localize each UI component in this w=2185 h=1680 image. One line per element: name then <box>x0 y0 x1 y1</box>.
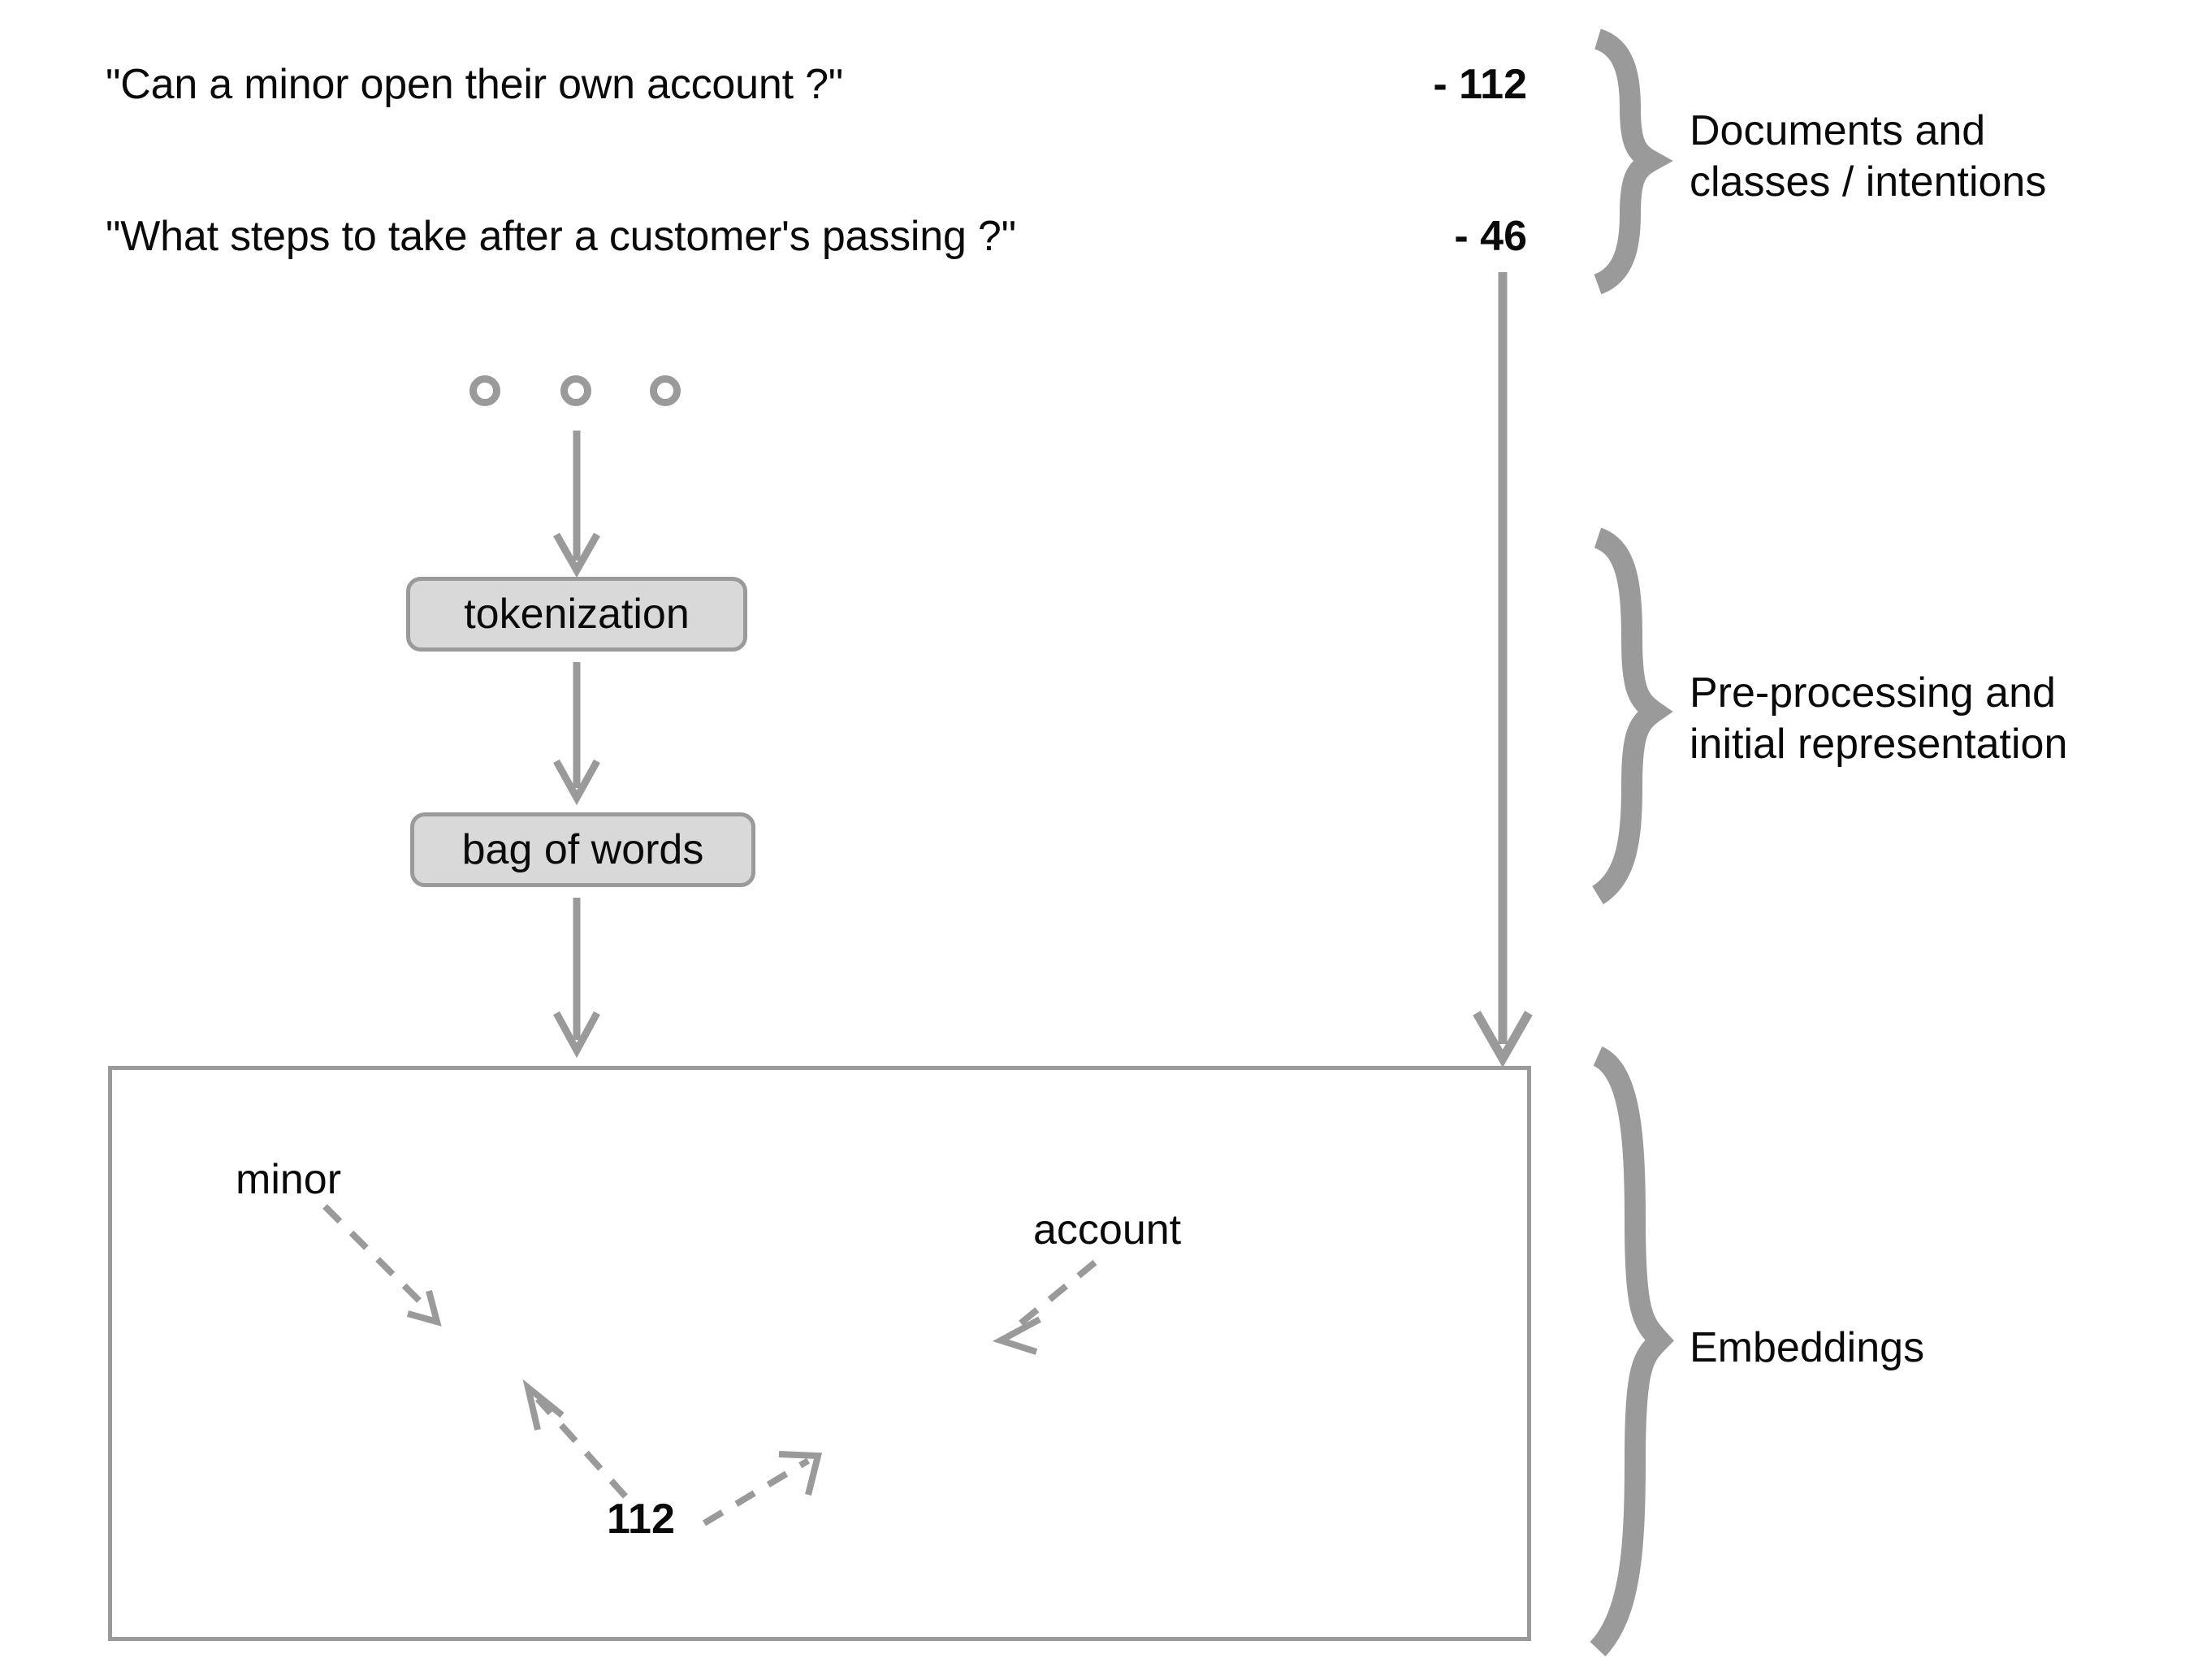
dashed-arrow-icon-112-up-right <box>702 1451 823 1526</box>
long-down-arrow-icon-class-to-embeddings <box>1473 272 1533 1068</box>
group-caption-preprocessing: Pre-processing and initial representatio… <box>1690 669 2068 769</box>
curly-brace-icon-preprocessing <box>1591 527 1673 905</box>
dashed-arrow-icon-account <box>992 1259 1097 1355</box>
pipeline-step-bag-of-words-label: bag of words <box>461 826 704 873</box>
pipeline-step-tokenization[interactable]: tokenization <box>406 577 747 652</box>
pipeline-step-bag-of-words[interactable]: bag of words <box>410 812 755 887</box>
circle-outline-icon-2 <box>560 375 591 406</box>
document-text-2: "What steps to take after a customer's p… <box>106 213 1016 260</box>
circle-outline-icon-3 <box>650 375 681 406</box>
curly-brace-icon-embeddings <box>1590 1046 1674 1656</box>
document-count-2: - 46 <box>1454 213 1527 260</box>
down-arrow-icon-dots-to-tokenization <box>553 431 600 578</box>
down-arrow-icon-tokenization-to-bow <box>553 662 600 806</box>
group-caption-embeddings: Embeddings <box>1690 1324 1925 1371</box>
document-text-1: "Can a minor open their own account ?" <box>106 61 844 108</box>
group-caption-documents: Documents and classes / intentions <box>1690 107 2047 206</box>
document-count-1: - 112 <box>1433 61 1527 108</box>
embedding-point-label-account: account <box>1033 1206 1182 1254</box>
pipeline-step-tokenization-label: tokenization <box>464 591 690 638</box>
dashed-arrow-icon-112-up-left <box>522 1379 628 1499</box>
embedding-space-box <box>108 1066 1531 1641</box>
dashed-arrow-icon-minor <box>322 1204 442 1327</box>
curly-brace-icon-documents <box>1593 28 1673 295</box>
down-arrow-icon-bow-to-embeddings <box>553 898 600 1059</box>
embedding-point-label-minor: minor <box>236 1156 342 1203</box>
circle-outline-icon-1 <box>469 375 500 406</box>
embedding-point-label-112: 112 <box>607 1496 675 1543</box>
